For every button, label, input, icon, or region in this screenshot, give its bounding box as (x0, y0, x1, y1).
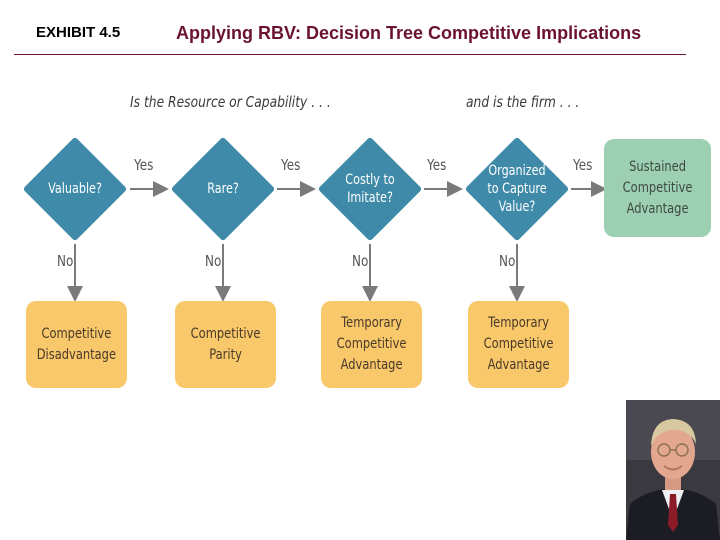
no-label-3: No (352, 252, 369, 270)
title-divider (14, 54, 686, 55)
outcome-temporary-advantage-2-label: Temporary Competitive Advantage (483, 315, 554, 373)
outcome-sustained-advantage-label: Sustained Competitive Advantage (622, 158, 693, 217)
decision-rare: Rare? (170, 136, 276, 242)
no-label-1: No (57, 252, 74, 270)
intro-left: Is the Resource or Capability . . . (130, 93, 331, 111)
outcome-competitive-disadvantage: Competitive Disadvantage (26, 301, 127, 388)
slide-title: Applying RBV: Decision Tree Competitive … (176, 23, 642, 43)
decision-costly-to-imitate: Costly to Imitate? (317, 136, 423, 242)
exhibit-label: EXHIBIT 4.5 (36, 24, 121, 41)
decision-costly-to-imitate-label: Costly to Imitate? (345, 172, 395, 206)
outcome-temporary-advantage-2: Temporary Competitive Advantage (468, 301, 569, 388)
no-label-2: No (205, 252, 222, 270)
yes-label-1: Yes (134, 156, 154, 174)
outcome-temporary-advantage-1: Temporary Competitive Advantage (321, 301, 422, 388)
presenter-photo-graphic (626, 400, 720, 540)
decision-valuable-label: Valuable? (48, 181, 102, 197)
outcome-temporary-advantage-1-label: Temporary Competitive Advantage (336, 315, 407, 373)
decision-valuable: Valuable? (22, 136, 128, 242)
outcome-competitive-parity: Competitive Parity (175, 301, 276, 388)
yes-label-2: Yes (281, 156, 301, 174)
presenter-photo (626, 400, 720, 540)
no-label-4: No (499, 252, 516, 270)
yes-label-3: Yes (427, 156, 447, 174)
outcome-sustained-advantage: Sustained Competitive Advantage (604, 139, 711, 237)
yes-label-4: Yes (573, 156, 593, 174)
decision-organized-label: Organized to Capture Value? (487, 163, 547, 215)
outcome-competitive-parity-label: Competitive Parity (190, 325, 261, 363)
intro-right: and is the firm . . . (466, 93, 580, 111)
decision-organized: Organized to Capture Value? (464, 136, 570, 242)
decision-rare-label: Rare? (207, 181, 239, 197)
outcome-competitive-disadvantage-label: Competitive Disadvantage (36, 325, 117, 363)
